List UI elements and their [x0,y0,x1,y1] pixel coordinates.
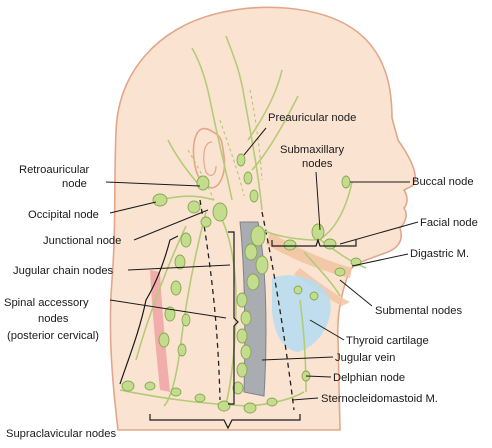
lymph-vessel-dashed [219,119,245,197]
leader-line [243,127,267,156]
lymph-vessel [247,69,283,141]
label-submental: Submental nodes [375,305,462,317]
label-junctional: Junctional node [43,235,121,247]
leader-line [305,375,332,378]
lymph-node [170,387,182,397]
label-digastric: Digastric M. [410,248,469,260]
lymph-node [217,400,231,412]
submental-muscle [294,268,350,306]
lymph-vessel [119,389,305,407]
lymph-node [243,402,257,414]
label-retroauricular-node: node [62,178,87,190]
label-thyroid: Thyroid cartilage [346,335,429,347]
leader-line [127,264,231,271]
lymph-vessel [135,225,187,361]
lymph-node [194,393,206,403]
leader-line [291,397,319,401]
lymph-node [243,171,253,185]
leader-line [261,356,334,361]
lymph-node [323,238,337,250]
lymph-vessel [191,47,233,201]
label-jugular-vein: Jugular vein [335,352,395,364]
lymph-node [164,306,176,322]
lymph-node [240,310,252,326]
lymph-vessel [299,299,307,393]
lymph-node [152,193,168,207]
lymph-node [236,328,248,344]
lymph-node [212,202,228,222]
label-buccal: Buccal node [412,176,474,188]
lymph-node [121,380,135,392]
label-jugular-chain: Jugular chain nodes [13,265,114,277]
label-spinal-posterior: (posterior cervical) [7,330,99,342]
leader-line-group [105,127,419,401]
label-facial: Facial node [420,217,478,229]
lymph-node [177,343,187,357]
lymph-node [232,381,244,395]
leader-line [315,171,321,231]
label-supraclavicular: Supraclavicular nodes [6,428,116,440]
supraclavicular-bracket [149,414,301,430]
lymph-vessel [251,95,299,171]
leader-line [109,201,157,214]
label-submaxillary-nodes: nodes [302,158,333,170]
lymph-node [158,332,170,348]
label-submaxillary: Submaxillary [280,144,344,156]
lymph-node [293,285,303,295]
lymph-vessel [225,35,263,211]
lymph-node [180,232,192,248]
label-sternocleidomastoid: Sternocleidomastoid M. [321,393,438,405]
lymph-node [236,362,248,378]
lymph-node [236,292,248,308]
lymph-node [350,257,362,267]
lymph-node [170,280,182,296]
label-spinal-accessory: Spinal accessory [4,297,89,309]
ear-inner [203,141,217,176]
lymph-node [309,291,319,301]
lymph-vessel [317,237,367,269]
lymph-node [181,313,191,327]
lymph-node [236,153,246,167]
lymph-vessel [303,251,341,297]
lymph-vessel [163,211,207,407]
lymph-node [249,189,259,203]
lymph-node [244,243,258,261]
lymph-node [341,175,351,189]
leader-line [109,299,227,319]
lymph-node [283,239,297,251]
label-spinal-nodes: nodes [38,313,69,325]
leader-line [133,209,209,241]
lymph-node [246,273,260,291]
lymph-node [266,397,278,407]
submaxillary-bracket [271,238,357,247]
leader-line [339,279,373,307]
lymph-node [311,223,325,241]
leader-line [351,253,409,267]
label-retroauricular: Retroauricular [19,164,90,176]
lymph-node [250,225,266,247]
lymph-node [187,200,201,214]
lymph-vessel [213,205,237,405]
lymph-node [144,381,156,391]
label-preauricular: Preauricular node [268,112,356,124]
lymph-node [200,216,212,228]
jugular-chain-bracket [228,231,239,405]
leader-line [309,319,345,341]
lymph-node [174,254,186,270]
leader-line [339,221,419,245]
label-occipital: Occipital node [28,209,99,221]
lymph-node [240,344,252,360]
lymph-node [334,267,346,277]
lymph-node [196,175,210,191]
lymph-node [255,255,269,275]
lymph-node-group [121,153,362,414]
sternocleidomastoid-border [261,211,295,411]
label-delphian: Delphian node [333,372,405,384]
spinal-accessory-bracket [119,235,179,385]
leader-line [105,181,201,187]
